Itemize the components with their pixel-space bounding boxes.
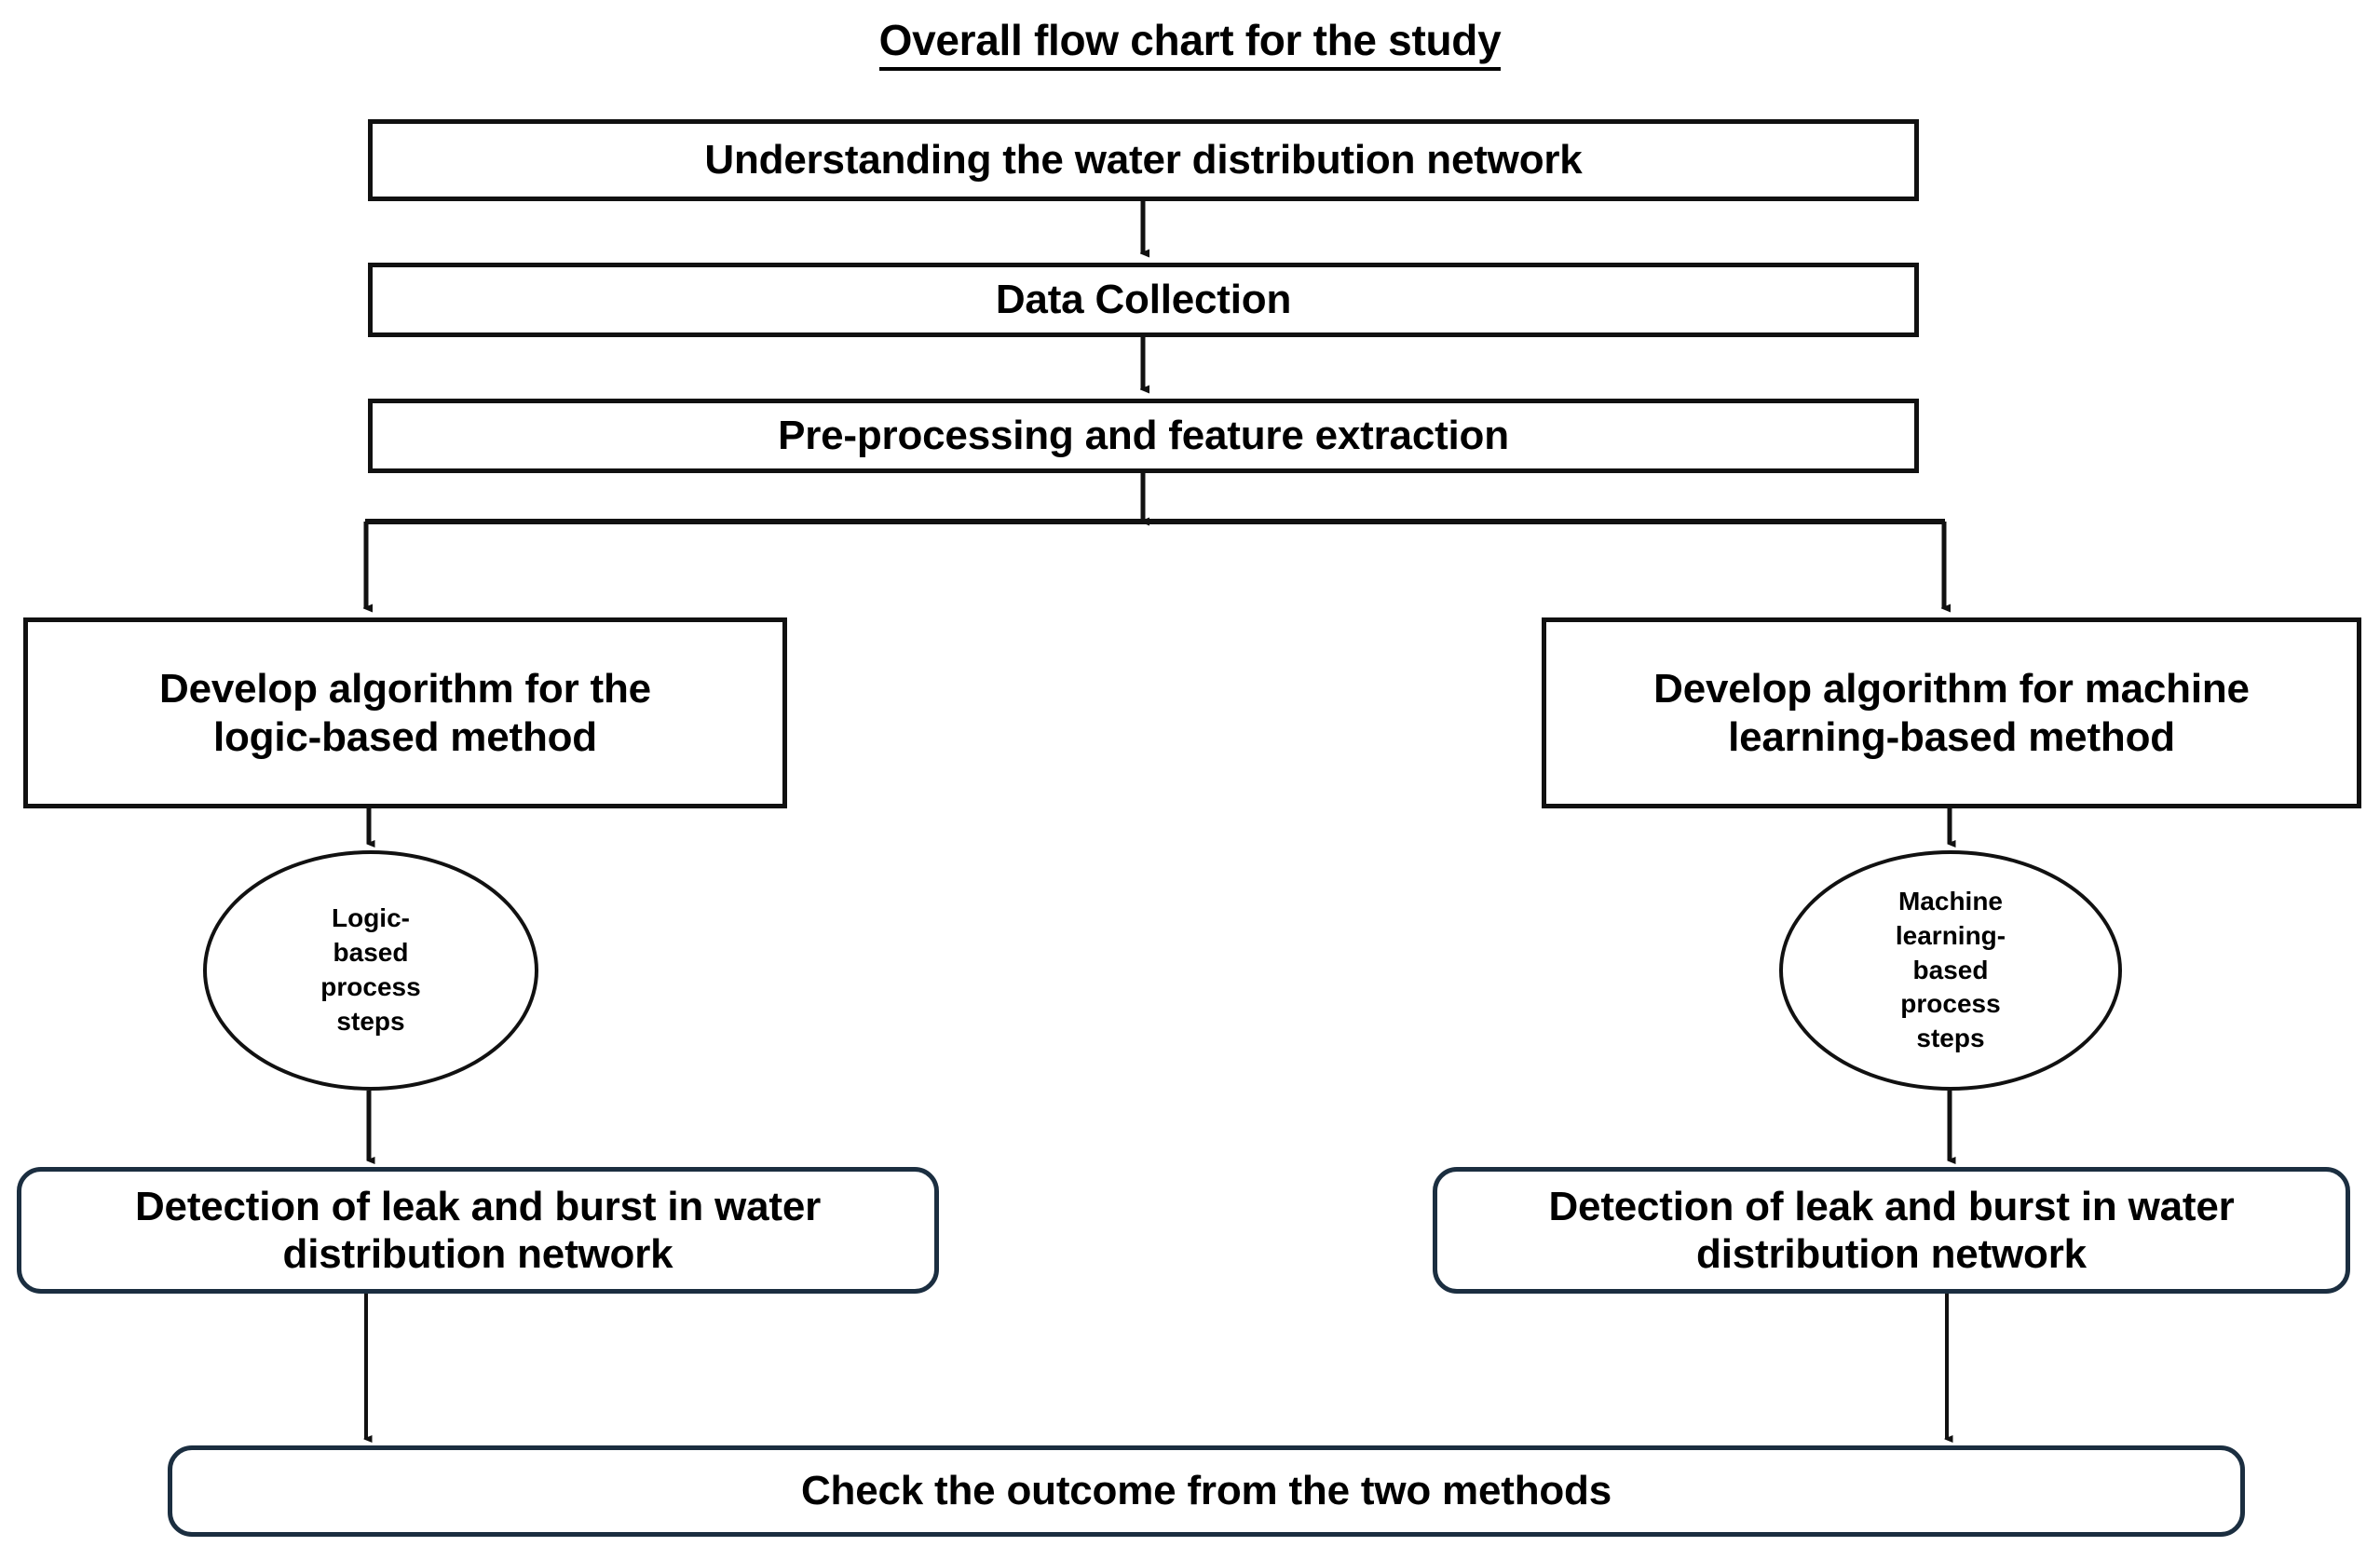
node-logic-based-process-steps[interactable]: Logic- based process steps <box>203 850 538 1091</box>
node-check-outcome-two-methods[interactable]: Check the outcome from the two methods <box>168 1445 2245 1537</box>
node-develop-logic-based-algorithm[interactable]: Develop algorithm for the logic-based me… <box>23 617 787 808</box>
node-label: Data Collection <box>995 277 1292 323</box>
node-label-line-1: Develop algorithm for machine <box>1653 666 2250 712</box>
node-label-line-1: Machine <box>1897 886 2003 916</box>
node-machine-learning-based-process-steps[interactable]: Machine learning- based process steps <box>1779 850 2122 1091</box>
node-label-line-1: Detection of leak and burst in water <box>1548 1183 2235 1229</box>
node-label-line-2: distribution network <box>282 1231 673 1277</box>
node-label: Detection of leak and burst in water dis… <box>1535 1183 2247 1278</box>
node-label-line-2: distribution network <box>1696 1231 2087 1277</box>
figure-title: Overall flow chart for the study <box>0 15 2380 71</box>
figure-title-text: Overall flow chart for the study <box>878 16 1502 71</box>
node-label: Machine learning- based process steps <box>1896 885 2006 1057</box>
node-label-line-4: steps <box>336 1006 405 1036</box>
node-label: Pre-processing and feature extraction <box>778 413 1509 459</box>
node-label-line-2: learning- <box>1895 920 2006 950</box>
node-logic-detection-leak-burst[interactable]: Detection of leak and burst in water dis… <box>17 1167 939 1294</box>
node-label-line-1: Detection of leak and burst in water <box>134 1183 822 1229</box>
node-label-line-1: Develop algorithm for the <box>159 666 651 712</box>
node-develop-machine-learning-algorithm[interactable]: Develop algorithm for machine learning-b… <box>1542 617 2361 808</box>
node-data-collection[interactable]: Data Collection <box>368 263 1919 337</box>
node-label-line-1: Logic- <box>332 903 410 933</box>
node-label-line-3: process <box>320 972 421 1001</box>
node-preprocessing-feature-extraction[interactable]: Pre-processing and feature extraction <box>368 399 1919 473</box>
node-label: Understanding the water distribution net… <box>704 137 1583 183</box>
node-label: Logic- based process steps <box>320 902 420 1039</box>
node-label-line-2: logic-based method <box>212 713 597 760</box>
node-label-line-5: steps <box>1916 1024 1985 1053</box>
node-label: Detection of leak and burst in water dis… <box>122 1183 834 1278</box>
node-understanding-water-distribution-network[interactable]: Understanding the water distribution net… <box>368 119 1919 201</box>
node-label-line-3: based <box>1912 955 1989 984</box>
node-label-line-2: learning-based method <box>1728 713 2175 760</box>
node-label: Develop algorithm for the logic-based me… <box>146 665 664 760</box>
node-label-line-4: process <box>1900 989 2001 1019</box>
node-label-line-2: based <box>333 938 409 968</box>
node-label: Check the outcome from the two methods <box>800 1468 1612 1514</box>
node-label: Develop algorithm for machine learning-b… <box>1640 665 2263 760</box>
node-ml-detection-leak-burst[interactable]: Detection of leak and burst in water dis… <box>1433 1167 2350 1294</box>
